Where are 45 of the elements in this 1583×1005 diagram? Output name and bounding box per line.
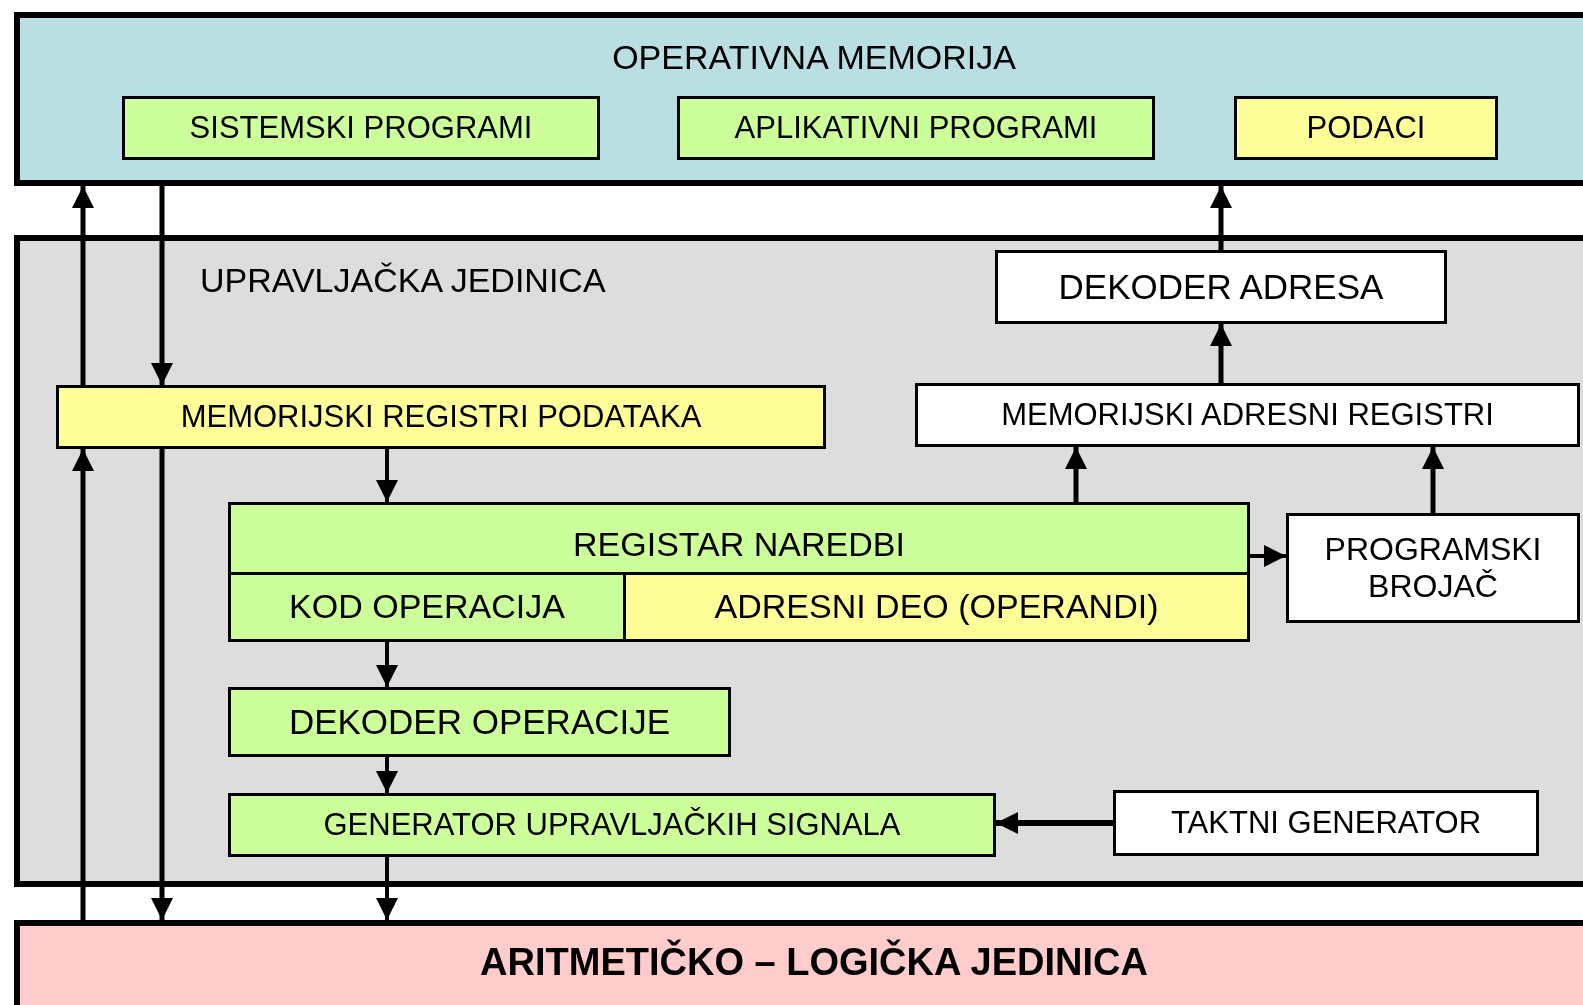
box-label: DEKODER OPERACIJE — [288, 701, 671, 743]
arrow — [376, 449, 398, 502]
arrow — [151, 186, 173, 385]
clock-generator-box — [1113, 790, 1539, 856]
block-heading: REGISTAR NAREDBI — [573, 523, 905, 565]
box-label: MEMORIJSKI REGISTRI PODATAKA — [180, 399, 702, 435]
arrow — [151, 449, 173, 920]
arrow — [376, 757, 398, 793]
decoder-box — [995, 250, 1447, 324]
box-label: TAKTNI GENERATOR — [1171, 805, 1481, 841]
arrow — [72, 186, 94, 385]
box-label: SISTEMSKI PROGRAMI — [189, 110, 533, 146]
arrow — [376, 642, 398, 687]
block-heading: UPRAVLJAČKA JEDINICA — [200, 261, 606, 299]
register-box — [915, 383, 1580, 447]
block-heading: OPERATIVNA MEMORIJA — [612, 37, 1016, 78]
arrow — [1250, 545, 1286, 567]
box-label: APLIKATIVNI PROGRAMI — [734, 110, 1098, 146]
arrow — [1210, 186, 1232, 250]
signal-generator-box — [228, 793, 996, 857]
box-label: PODACI — [1306, 110, 1426, 146]
data-box — [1234, 96, 1498, 160]
register-box — [56, 385, 826, 449]
program-box — [677, 96, 1155, 160]
memory-block — [14, 12, 1583, 186]
arrow — [996, 812, 1113, 834]
alu-block — [14, 920, 1583, 1005]
program-box — [122, 96, 600, 160]
arrow — [1210, 324, 1232, 383]
box-label: MEMORIJSKI ADRESNI REGISTRI — [1001, 397, 1494, 433]
box-label: ARITMETIČKO – LOGIČKA JEDINICA — [480, 938, 1148, 985]
arrow — [1065, 447, 1087, 502]
box-label: PROGRAMSKI BROJAČ — [1323, 531, 1543, 605]
arrow — [1422, 447, 1444, 513]
counter-box — [1286, 513, 1580, 623]
arrow — [72, 449, 94, 920]
box-label: ADRESNI DEO (OPERANDI) — [714, 587, 1159, 627]
instruction-register-box — [228, 502, 1250, 642]
decoder-box — [228, 687, 731, 757]
box-label: KOD OPERACIJA — [289, 587, 565, 627]
box-label: DEKODER ADRESA — [1058, 266, 1384, 308]
box-label: GENERATOR UPRAVLJAČKIH SIGNALA — [323, 807, 901, 843]
control-unit-block — [14, 235, 1583, 887]
register-field — [623, 572, 1250, 642]
arrow — [376, 857, 398, 920]
